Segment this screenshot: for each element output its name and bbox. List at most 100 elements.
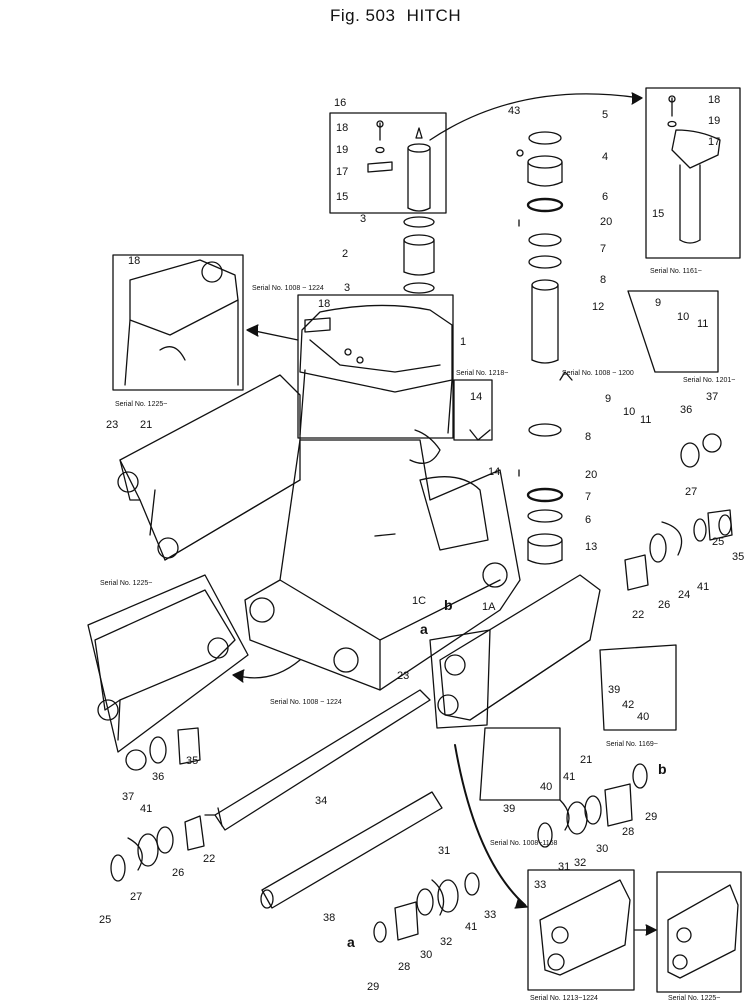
inset-bolt-serial-1201 [627,290,719,373]
callout: 17 [708,136,720,148]
callout: 28 [398,961,410,973]
callout: 11 [640,414,651,426]
inset-pin-serial-1218 [453,379,493,441]
callout: 37 [706,391,718,403]
callout: 36 [152,771,164,783]
callout: 6 [585,514,591,526]
callout: 24 [678,589,690,601]
callout: 5 [602,109,608,121]
callout: 35 [732,551,744,563]
callout: 17 [336,166,348,178]
rear-frame-left [117,374,301,561]
callout: 9 [655,297,661,309]
callout: 25 [712,536,724,548]
figure-label: Fig. 503 [330,6,396,25]
serial-note: Serial No. 1225~ [115,401,167,408]
callout: 26 [172,867,184,879]
figure-name: HITCH [406,6,462,25]
callout: 26 [658,599,670,611]
callout: 18 [336,122,348,134]
inset-link-cyl [429,629,491,729]
inset-frame-serial-1225 [112,254,244,391]
inset-link-serial-1225 [87,574,249,753]
callout: 43 [508,105,520,117]
callout: 15 [652,208,664,220]
callout: 41 [563,771,575,783]
callout: 32 [440,936,452,948]
inset-pin-serial-1161 [645,87,741,259]
callout: 27 [685,486,697,498]
pin-inset-1161 [667,95,721,244]
callout: 21 [140,419,152,431]
serial-note: Serial No. 1169~ [606,741,658,748]
callout: 11 [697,318,708,330]
inset-frame-1225-drawing [124,259,239,386]
callout: 40 [637,711,649,723]
callout: 39 [503,803,515,815]
callout: 28 [622,826,634,838]
callout: 20 [585,469,597,481]
callout: 16 [334,97,346,109]
callout: 30 [420,949,432,961]
callout: 3 [360,213,366,225]
callout: 12 [592,301,604,313]
callout: 29 [367,981,379,993]
pin-stack-right [516,131,564,565]
callout: 1 [460,336,466,348]
callout: 8 [600,274,606,286]
callout: 2 [342,248,348,260]
callout: 33 [484,909,496,921]
callout: 37 [122,791,134,803]
callout: a [347,934,355,950]
callout: 1A [482,601,496,613]
callout: 23 [397,670,409,682]
callout: 3 [344,282,350,294]
callout: 15 [336,191,348,203]
callout: a [420,621,428,637]
callout: 32 [574,857,586,869]
inset-frame-serial-1225-b [656,871,742,993]
callout: 10 [677,311,689,323]
callout: 6 [602,191,608,203]
serial-note: Serial No. 1008~1168 [490,840,557,847]
callout: 14 [488,466,500,478]
inset-bolt-serial-1169 [599,644,677,731]
callout: 42 [622,699,634,711]
figure-title: Fig. 503 HITCH [330,6,467,26]
inset-pin-top [329,112,447,214]
callout: 41 [697,581,709,593]
main-frame-upper [299,304,453,436]
inset-frame-1225b-drawing [667,884,739,979]
callout: 1C [412,595,426,607]
callout: 18 [318,298,330,310]
inset-link-drawing [94,589,236,741]
callout: 39 [608,684,620,696]
serial-note: Serial No. 1218~ [456,370,508,377]
inset-frame-center [297,294,454,439]
serial-note: Serial No. 1008 ~ 1200 [562,370,634,377]
callout: 27 [130,891,142,903]
callout: 22 [632,609,644,621]
bearing-stack-lower-center [373,872,480,943]
callout-labels: 16 18 19 17 15 3 2 3 43 5 4 6 20 7 8 12 … [99,94,744,993]
inset-frames [87,87,742,993]
callout: 38 [323,912,335,924]
callout: 31 [558,861,570,873]
serial-note: Serial No. 1201~ [683,377,735,384]
callout: 21 [580,754,592,766]
callout: 10 [623,406,635,418]
pointer-arrows [232,92,657,936]
serial-note: Serial No. 1213~1224 [530,995,598,1002]
callout: 41 [465,921,477,933]
callout: 20 [600,216,612,228]
inset-frame-serial-1213 [527,869,635,991]
bearing-stack-left [110,727,205,882]
callout: 14 [470,391,482,403]
callout: 19 [336,144,348,156]
serial-note: Serial No. 1008 ~ 1224 [252,285,324,292]
main-frame-body [244,429,521,691]
callout: 22 [203,853,215,865]
callout: 9 [605,393,611,405]
callout: 34 [315,795,327,807]
callout: 8 [585,431,591,443]
